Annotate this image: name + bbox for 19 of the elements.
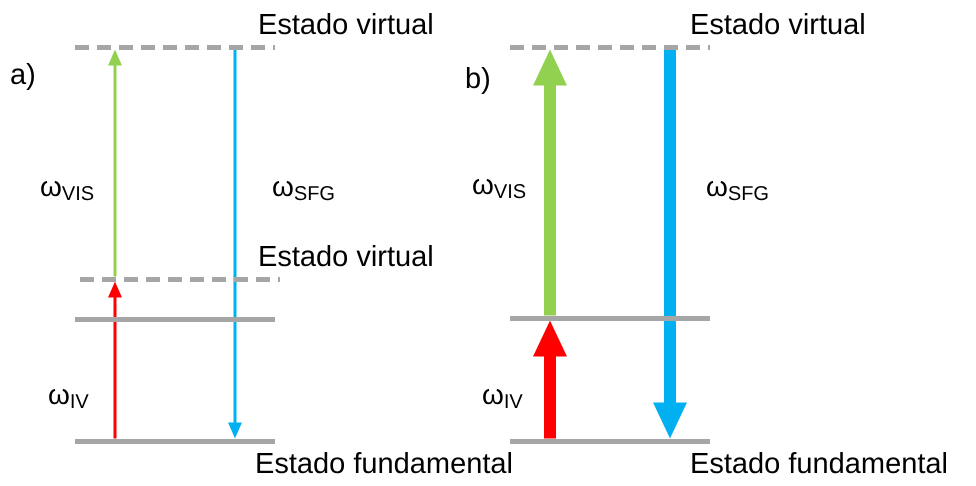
arrow bbox=[108, 282, 122, 438]
edge-label: ω$_{IV}$ bbox=[482, 378, 523, 415]
edge-label: ω$_{VIS}$ bbox=[40, 170, 94, 207]
level-label: Estado fundamental bbox=[255, 446, 513, 480]
arrow bbox=[653, 50, 687, 438]
edge-label: ω$_{VIS}$ bbox=[472, 168, 526, 205]
arrow bbox=[533, 50, 567, 316]
level-label: Estado virtual bbox=[258, 8, 434, 42]
edge-label: ω$_{SFG}$ bbox=[706, 170, 769, 207]
arrow bbox=[108, 50, 122, 276]
edge-label: ω$_{IV}$ bbox=[48, 378, 89, 415]
level-label: Estado virtual bbox=[690, 8, 866, 42]
arrow bbox=[533, 320, 567, 438]
arrow bbox=[228, 50, 242, 438]
level-label: Estado virtual bbox=[258, 240, 434, 274]
panel-label: a) bbox=[10, 58, 36, 92]
panel-label: b) bbox=[465, 62, 491, 96]
level-label: Estado fundamental bbox=[690, 446, 948, 480]
edge-label: ω$_{SFG}$ bbox=[272, 170, 335, 207]
